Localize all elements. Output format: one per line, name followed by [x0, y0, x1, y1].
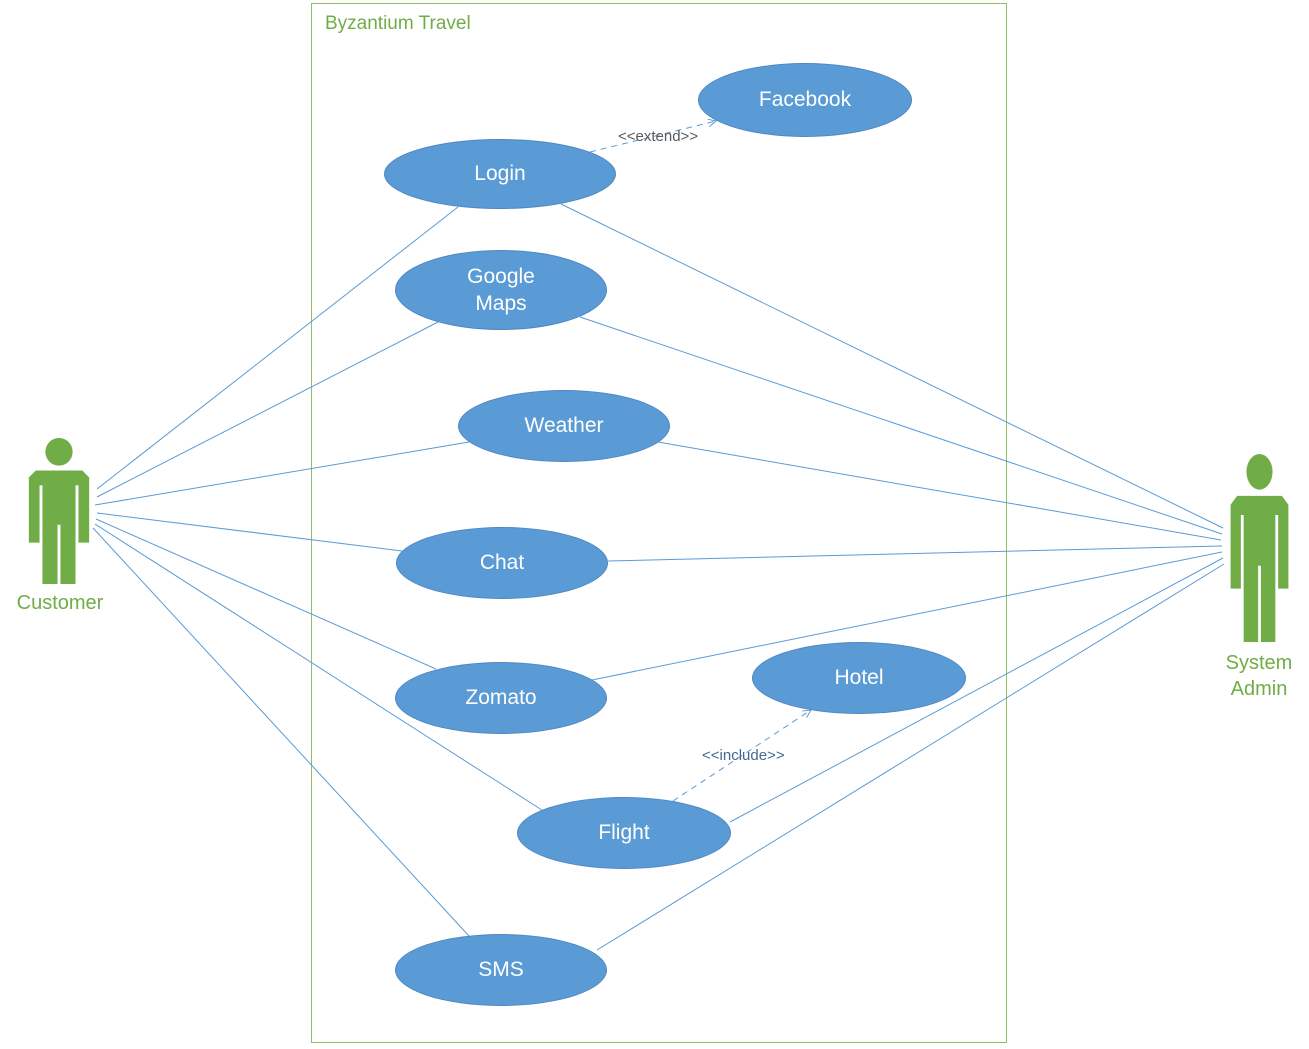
- use-case-hotel: Hotel: [752, 642, 966, 714]
- association-customer-login: [96, 206, 459, 490]
- use-case-hotel-label: Hotel: [834, 666, 884, 690]
- use-case-login-label: Login: [474, 162, 526, 186]
- use-case-weather-label: Weather: [524, 414, 604, 438]
- association-admin-login: [560, 203, 1224, 529]
- use-case-google-maps: Google Maps: [395, 250, 607, 330]
- association-customer-flight: [94, 523, 546, 813]
- customer-body: [28, 470, 90, 584]
- association-customer-chat: [96, 512, 403, 552]
- use-case-facebook-label: Facebook: [758, 88, 852, 112]
- association-admin-chat: [607, 545, 1223, 562]
- system-admin-body: [1230, 495, 1289, 642]
- extend-stereotype-label: <<extend>>: [618, 128, 699, 145]
- association-admin-sms: [596, 563, 1225, 951]
- use-case-flight-label: Flight: [598, 821, 650, 845]
- customer-head: [45, 438, 73, 466]
- include-stereotype-label: <<include>>: [702, 747, 785, 764]
- use-case-sms: SMS: [395, 934, 607, 1006]
- customer-actor-label: Customer: [16, 592, 104, 614]
- association-customer-zomato: [95, 518, 437, 670]
- association-admin-flight: [729, 557, 1224, 823]
- use-case-weather: Weather: [458, 390, 670, 462]
- system-admin-actor-icon: [1230, 454, 1289, 642]
- system-boundary: Byzantium Travel: [311, 3, 1007, 1043]
- system-admin-actor-label: System Admin: [1225, 652, 1293, 700]
- use-case-facebook: Facebook: [698, 63, 912, 137]
- use-case-login: Login: [384, 139, 616, 209]
- association-customer-weather: [94, 441, 470, 506]
- association-admin-weather: [657, 441, 1222, 541]
- customer-actor-icon: [28, 438, 90, 584]
- use-case-flight: Flight: [517, 797, 731, 869]
- use-case-chat: Chat: [396, 527, 608, 599]
- system-boundary-title: Byzantium Travel: [325, 13, 471, 34]
- use-case-google-maps-label: Google Maps: [467, 264, 535, 315]
- association-admin-google-maps: [579, 316, 1223, 535]
- use-case-chat-label: Chat: [479, 551, 525, 575]
- use-case-zomato-label: Zomato: [465, 686, 537, 710]
- use-case-zomato: Zomato: [395, 662, 607, 734]
- association-admin-zomato: [591, 551, 1223, 681]
- use-case-sms-label: SMS: [478, 958, 524, 982]
- include-arrow-flight-hotel: [672, 710, 811, 802]
- system-admin-head: [1246, 454, 1273, 490]
- association-customer-google-maps: [96, 321, 439, 498]
- association-customer-sms: [92, 527, 470, 937]
